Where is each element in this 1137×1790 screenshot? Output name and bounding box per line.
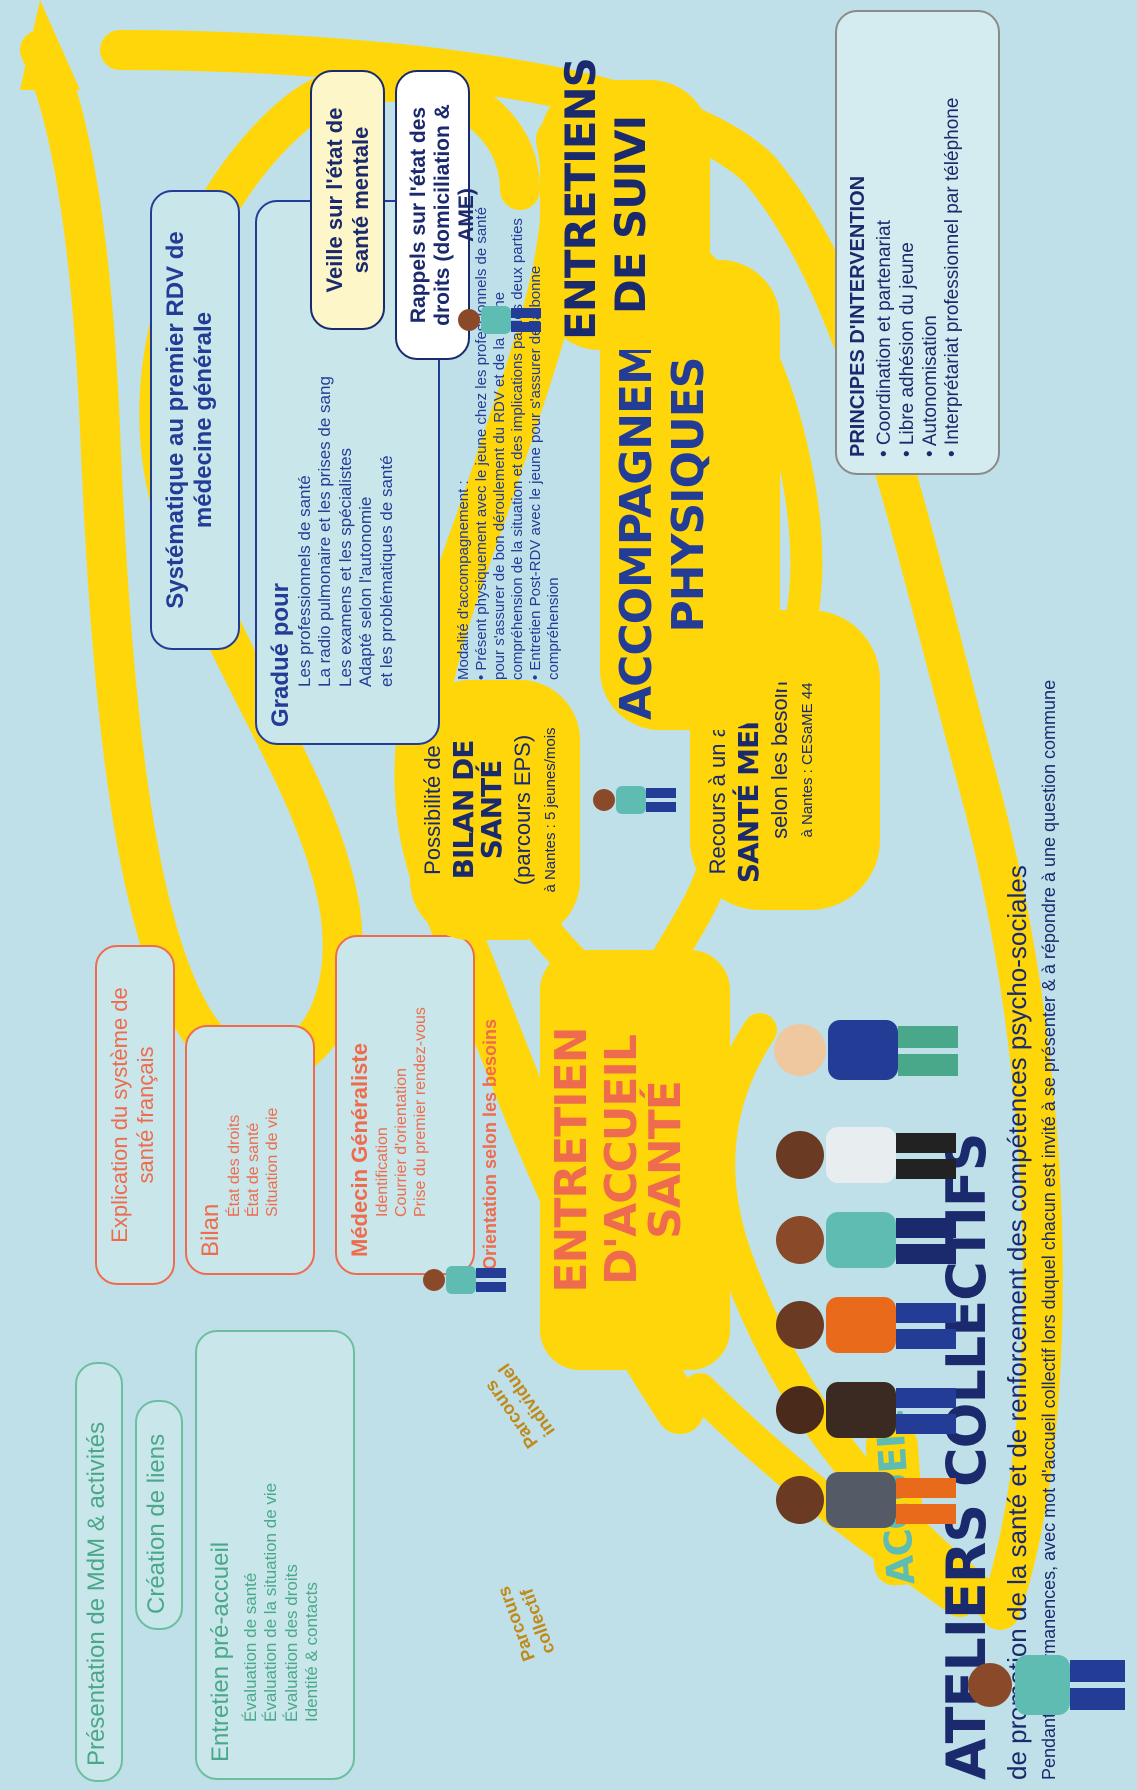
presentation-box: Présentation de MdM & activités xyxy=(75,1362,123,1782)
entretien-accueil-title: ENTRETIEN D'ACCUEIL SANTÉ xyxy=(546,960,691,1360)
arrow-head-top xyxy=(20,0,80,90)
principe-item: • Interprétariat professionnel par télép… xyxy=(942,97,964,457)
pre-accueil-title: Entretien pré-accueil xyxy=(207,1541,234,1762)
ateliers-subtitle: de promotion de la santé et de renforcem… xyxy=(1002,865,1032,1780)
bilan-sante-line2: BILAN DE SANTÉ xyxy=(447,740,508,880)
orientation-label: Orientation selon les besoins xyxy=(480,930,501,1270)
veille-text: Veille sur l'état de santé mentale xyxy=(322,107,373,293)
principe-item: • Libre adhésion du jeune xyxy=(896,242,918,457)
principe-item: • Coordination et partenariat xyxy=(874,220,895,457)
gradue-title: Gradué pour xyxy=(267,582,294,727)
principe-item: • Autonomisation xyxy=(919,315,941,457)
bilan-sante-text: Possibilité de BILAN DE SANTÉ (parcours … xyxy=(420,690,559,930)
orientation-text: Orientation selon les besoins xyxy=(480,1018,500,1270)
suivi-title: ENTRETIENS DE SUIVI xyxy=(556,58,655,340)
systematique-box: Systématique au premier RDV de médecine … xyxy=(150,190,240,650)
principes-box: PRINCIPES D'INTERVENTION • Coordination … xyxy=(835,10,1000,475)
medecin-item: Courrier d'orientation xyxy=(393,1068,411,1217)
presentation-text: Présentation de MdM & activités xyxy=(83,1421,110,1766)
ateliers-note: Pendant les permanences, avec mot d'accu… xyxy=(1039,679,1059,1780)
pre-accueil-item: Évaluation des droits xyxy=(281,1564,301,1722)
veille-box: Veille sur l'état de santé mentale xyxy=(310,70,385,330)
principes-title: PRINCIPES D'INTERVENTION xyxy=(847,175,869,457)
pre-accueil-item: Identité & contacts xyxy=(302,1582,322,1722)
entretien-accueil-title-2: D'ACCUEIL SANTÉ xyxy=(596,1035,691,1285)
pre-accueil-item: Évaluation de santé xyxy=(241,1572,260,1722)
pre-accueil-list: Évaluation de santé Évaluation de la sit… xyxy=(241,1348,323,1722)
bilan-sante-line3: (parcours EPS) xyxy=(510,734,535,886)
bilan-sante-note: à Nantes : 5 jeunes/mois xyxy=(542,727,559,893)
pre-accueil-item: Évaluation de la situation de vie xyxy=(261,1482,281,1722)
flow-path-loop-top xyxy=(20,30,540,1086)
bilan-item: État des droits xyxy=(226,1114,243,1217)
group-figures-ateliers xyxy=(774,1020,958,1528)
bilan-title: Bilan xyxy=(197,1203,224,1257)
creation-text: Création de liens xyxy=(143,1433,170,1614)
explication-text: Explication du système de santé français xyxy=(107,987,158,1243)
bilan-list: État des droits État de santé Situation … xyxy=(225,1043,283,1217)
person-figure-accueil xyxy=(968,1655,1125,1715)
suivi-title-1: ENTRETIENS xyxy=(556,58,605,340)
bilan-item: Situation de vie xyxy=(264,1107,282,1217)
medecin-list: Identification Courrier d'orientation Pr… xyxy=(373,953,431,1217)
medecin-box: Médecin Généraliste Identification Courr… xyxy=(335,935,475,1275)
modalite-item: • Présent physiquement avec le jeune che… xyxy=(473,206,526,680)
bilan-box: Bilan État des droits État de santé Situ… xyxy=(185,1025,315,1275)
person-figure-entretien xyxy=(423,1266,506,1294)
medecin-title: Médecin Généraliste xyxy=(347,1043,372,1257)
suivi-title-2: DE SUIVI xyxy=(606,115,655,315)
principes-list: • Coordination et partenariat • Libre ad… xyxy=(874,28,965,457)
medecin-item: Prise du premier rendez-vous xyxy=(412,1007,430,1217)
sante-mentale-note: à Nantes : CESaME 44 xyxy=(799,682,816,838)
creation-box: Création de liens xyxy=(135,1400,183,1630)
pre-accueil-box: Entretien pré-accueil Évaluation de sant… xyxy=(195,1330,355,1780)
person-figure-accompagnement xyxy=(593,786,676,814)
explication-box: Explication du système de santé français xyxy=(95,945,175,1285)
bilan-item: État de santé xyxy=(245,1122,263,1217)
systematique-text: Systématique au premier RDV de médecine … xyxy=(162,231,217,609)
medecin-item: Identification xyxy=(374,1127,391,1217)
entretien-accueil-title-1: ENTRETIEN xyxy=(546,1027,597,1293)
person-figure-suivi xyxy=(458,306,541,334)
